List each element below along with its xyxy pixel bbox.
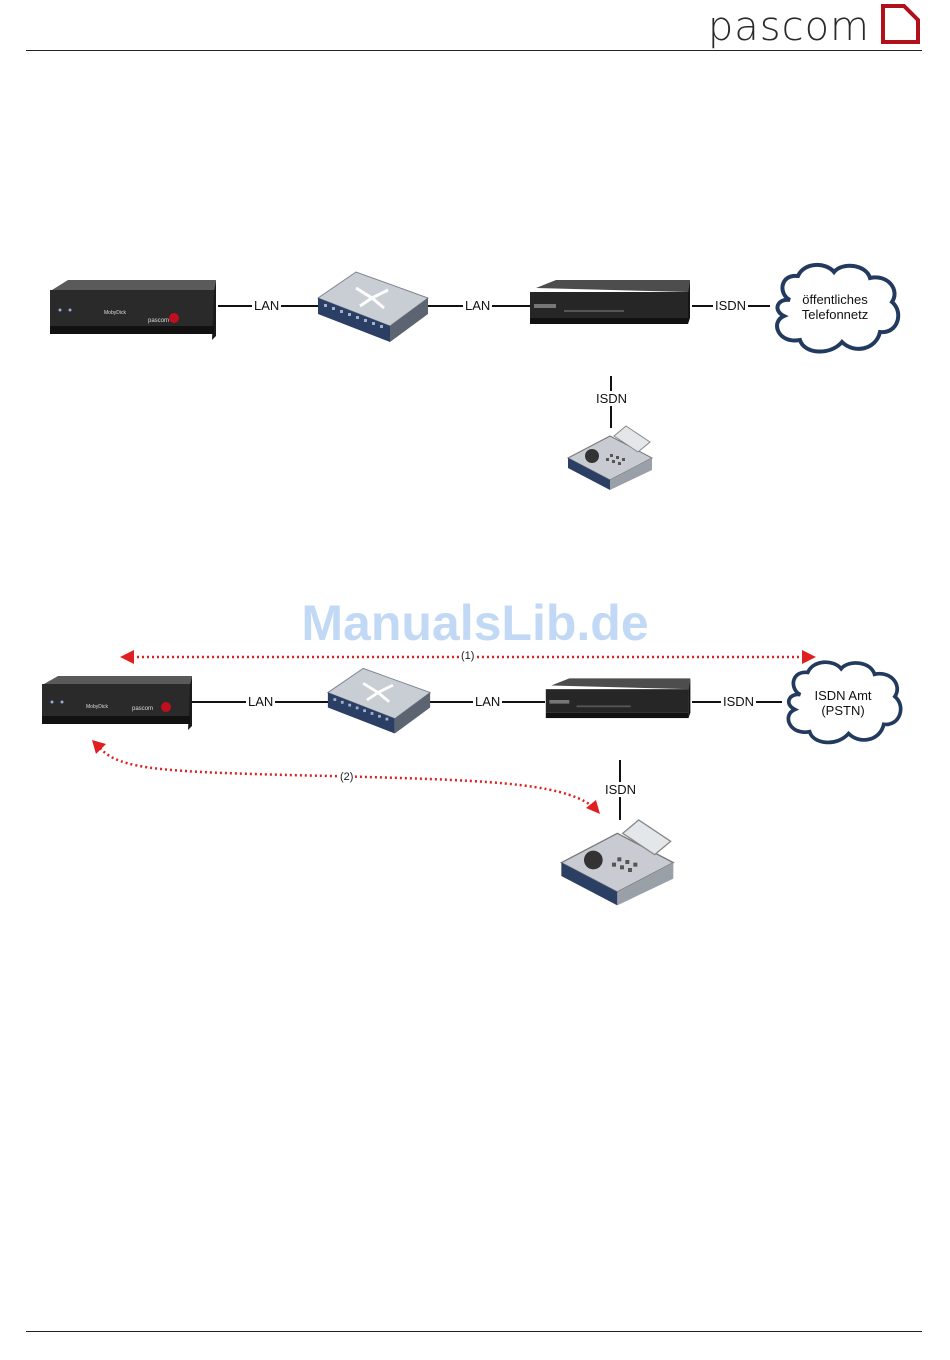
- lan-label-2-1: LAN: [246, 694, 275, 709]
- svg-text:pascom: pascom: [132, 706, 153, 712]
- pbx-appliance-icon-2: MobyDick pascom: [40, 674, 196, 734]
- isdn-label-2-right: ISDN: [721, 694, 756, 709]
- fax-machine-icon-2: [556, 816, 684, 920]
- svg-text:MobyDick: MobyDick: [86, 704, 108, 710]
- cloud-label-2-line1: ISDN Amt: [788, 688, 898, 703]
- footer-rule: [26, 1331, 922, 1332]
- cloud-label-2: ISDN Amt (PSTN): [788, 688, 898, 718]
- isdn-router-icon-2: [544, 676, 694, 724]
- isdn-label-2-down: ISDN: [603, 782, 638, 797]
- lan-label-2-2: LAN: [473, 694, 502, 709]
- path-1-label: (1): [459, 650, 476, 662]
- network-switch-icon-2: [326, 664, 432, 736]
- path-2-label: (2): [338, 771, 355, 783]
- cloud-label-2-line2: (PSTN): [788, 703, 898, 718]
- diagram-2-lines: [0, 0, 950, 1000]
